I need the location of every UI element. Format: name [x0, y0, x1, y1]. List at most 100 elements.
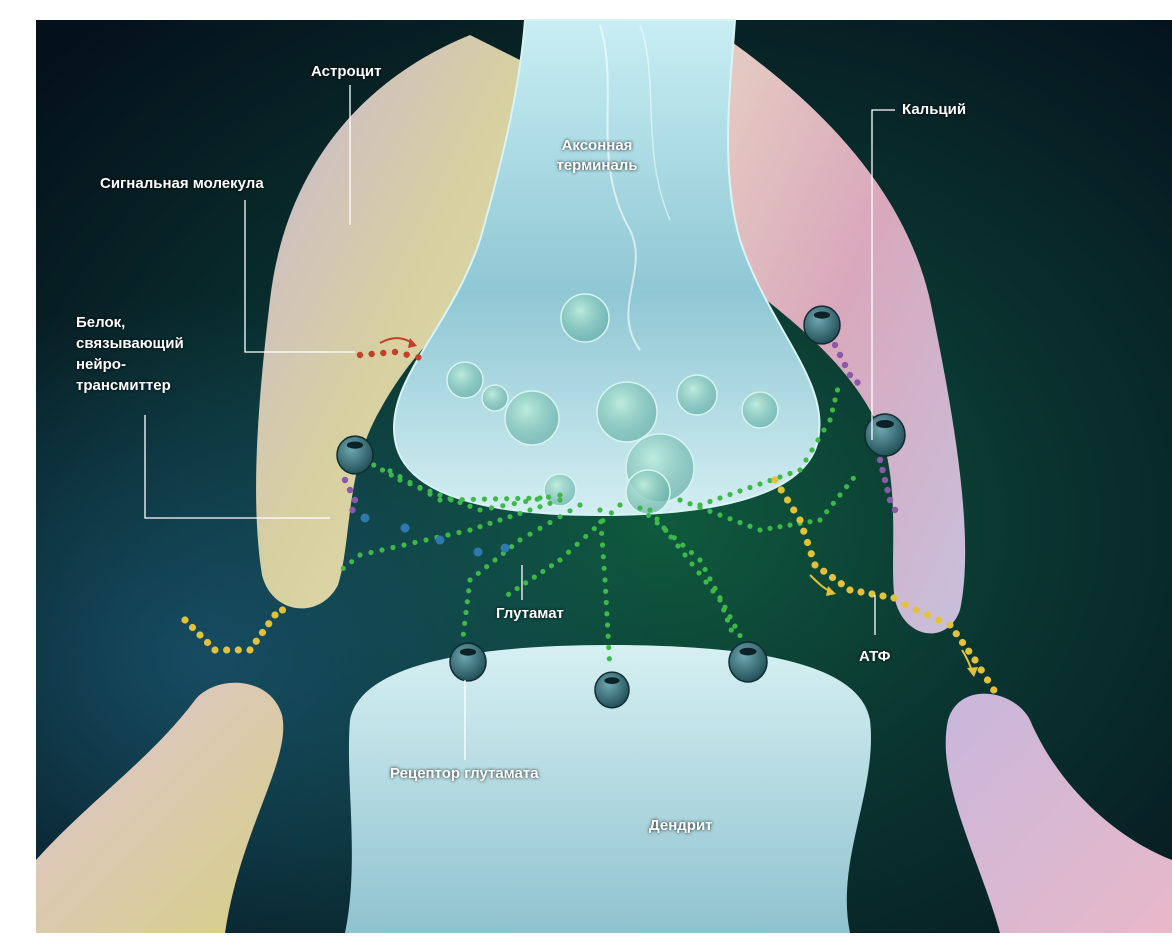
glutamate-dot — [717, 597, 722, 602]
glutamate-dot — [599, 531, 604, 536]
vesicle — [561, 294, 609, 342]
glutamate-dot — [609, 510, 614, 515]
vesicle — [505, 391, 559, 445]
calcium-dot — [892, 507, 898, 513]
glutamate-dot — [504, 496, 509, 501]
glutamate-dot — [606, 634, 611, 639]
glutamate-dot — [546, 495, 551, 500]
glutamate-dot — [467, 504, 472, 509]
atp-dot — [271, 611, 278, 618]
glutamate-dot — [696, 570, 701, 575]
atp-dot — [820, 568, 827, 575]
glutamate-dot — [506, 592, 511, 597]
calcium-dot — [879, 467, 885, 473]
label-binding-protein-line2: связывающий — [76, 334, 184, 353]
glutamate-dot — [463, 610, 468, 615]
protein-dot — [401, 524, 410, 533]
glutamate-dot — [827, 417, 832, 422]
glutamate-dot — [725, 617, 730, 622]
atp-dot — [265, 620, 272, 627]
calcium-dot — [347, 487, 353, 493]
calcium-dot — [854, 379, 860, 385]
glutamate-dot — [500, 503, 505, 508]
glutamate-dot — [537, 495, 542, 500]
label-astrocyte: Астроцит — [311, 62, 381, 81]
calcium-dot — [342, 477, 348, 483]
glutamate-dot — [832, 397, 837, 402]
glutamate-dot — [689, 550, 694, 555]
glutamate-dot — [583, 534, 588, 539]
glutamate-dot — [661, 525, 666, 530]
atp-dot — [990, 686, 997, 693]
glutamate-dot — [767, 526, 772, 531]
atp-dot — [796, 516, 803, 523]
vesicle — [447, 362, 483, 398]
glutamate-dot — [349, 559, 354, 564]
atp-dot — [846, 586, 853, 593]
receptor-pore — [347, 442, 363, 449]
glutamate-dot — [606, 645, 611, 650]
calcium-dot — [832, 342, 838, 348]
glutamate-dot — [397, 474, 402, 479]
atp-dot — [838, 580, 845, 587]
label-axon-terminal-line2: терминаль — [552, 156, 642, 175]
calcium-dot — [877, 457, 883, 463]
glutamate-dot — [407, 480, 412, 485]
glutamate-dot — [787, 522, 792, 527]
glutamate-dot — [803, 457, 808, 462]
atp-dot — [890, 594, 897, 601]
glutamate-dot — [757, 481, 762, 486]
glutamate-dot — [821, 427, 826, 432]
vesicle — [677, 375, 717, 415]
atp-dot — [935, 616, 942, 623]
calcium-dot — [887, 497, 893, 503]
glutamate-dot — [824, 509, 829, 514]
glutamate-dot — [368, 550, 373, 555]
glutamate-dot — [604, 600, 609, 605]
atp-dot — [259, 629, 266, 636]
glutamate-dot — [549, 563, 554, 568]
glutamate-dot — [817, 517, 822, 522]
glutamate-dot — [577, 502, 582, 507]
glutamate-dot — [509, 544, 514, 549]
glutamate-dot — [379, 547, 384, 552]
glutamate-dot — [401, 542, 406, 547]
atp-dot — [879, 592, 886, 599]
atp-dot — [189, 624, 196, 631]
label-binding-protein-line1: Белок, — [76, 313, 125, 332]
atp-dot — [246, 646, 253, 653]
atp-dot — [901, 601, 908, 608]
atp-dot — [857, 588, 864, 595]
atp-dot — [223, 646, 230, 653]
glutamate-dot — [492, 557, 497, 562]
glutamate-dot — [427, 492, 432, 497]
atp-dot — [953, 630, 960, 637]
glutamate-dot — [557, 557, 562, 562]
glutamate-dot — [341, 566, 346, 571]
glutamate-dot — [835, 387, 840, 392]
label-dendrite: Дендрит — [649, 816, 713, 835]
glutamate-dot — [357, 552, 362, 557]
atp-dot — [808, 550, 815, 557]
glutamate-dot — [600, 518, 605, 523]
glutamate-dot — [637, 505, 642, 510]
label-calcium: Кальций — [902, 100, 966, 119]
glutamate-dot — [675, 543, 680, 548]
signal-dot — [415, 354, 421, 360]
glutamate-dot — [602, 577, 607, 582]
atp-dot — [253, 638, 260, 645]
label-binding-protein-line4: трансмиттер — [76, 376, 171, 395]
glutamate-dot — [689, 561, 694, 566]
glutamate-dot — [515, 586, 520, 591]
glutamate-dot — [677, 497, 682, 502]
glutamate-dot — [461, 632, 466, 637]
atp-dot — [784, 496, 791, 503]
glutamate-dot — [423, 537, 428, 542]
glutamate-dot — [617, 502, 622, 507]
atp-dot — [790, 506, 797, 513]
atp-dot — [204, 639, 211, 646]
vesicle — [597, 382, 657, 442]
glutamate-dot — [476, 571, 481, 576]
atp-dot — [829, 574, 836, 581]
calcium-dot — [349, 507, 355, 513]
